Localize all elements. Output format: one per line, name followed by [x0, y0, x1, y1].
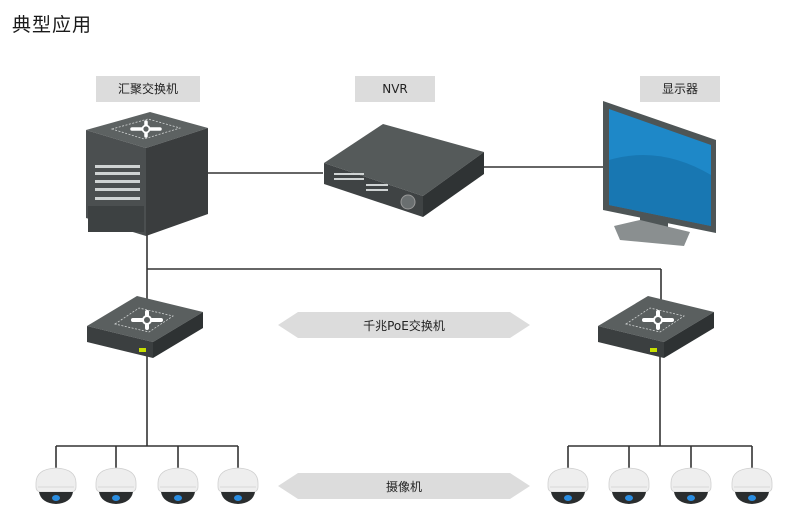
monitor-icon: [603, 101, 716, 246]
nvr-label: NVR: [355, 76, 435, 102]
page-title: 典型应用: [12, 14, 93, 36]
camera-icon: [35, 467, 77, 505]
core-switch-label: 汇聚交换机: [96, 76, 200, 102]
camera-group-left: [35, 467, 259, 505]
camera-icon: [731, 467, 773, 505]
nvr-icon: [324, 124, 484, 217]
poe-switch-left-icon: [85, 294, 205, 360]
camera-icon: [608, 467, 650, 505]
camera-icon: [217, 467, 259, 505]
camera-icon: [670, 467, 712, 505]
poe-switch-banner: [278, 312, 530, 338]
camera-icon: [157, 467, 199, 505]
poe-switch-banner-label: 千兆PoE交换机: [363, 319, 445, 333]
camera-banner-label: 摄像机: [385, 480, 422, 494]
poe-switch-right-icon: [596, 294, 716, 360]
core-switch-icon: [86, 112, 208, 236]
camera-group-right: [547, 467, 773, 505]
camera-icon: [547, 467, 589, 505]
monitor-label: 显示器: [640, 76, 720, 102]
camera-icon: [95, 467, 137, 505]
camera-banner: [278, 473, 530, 499]
